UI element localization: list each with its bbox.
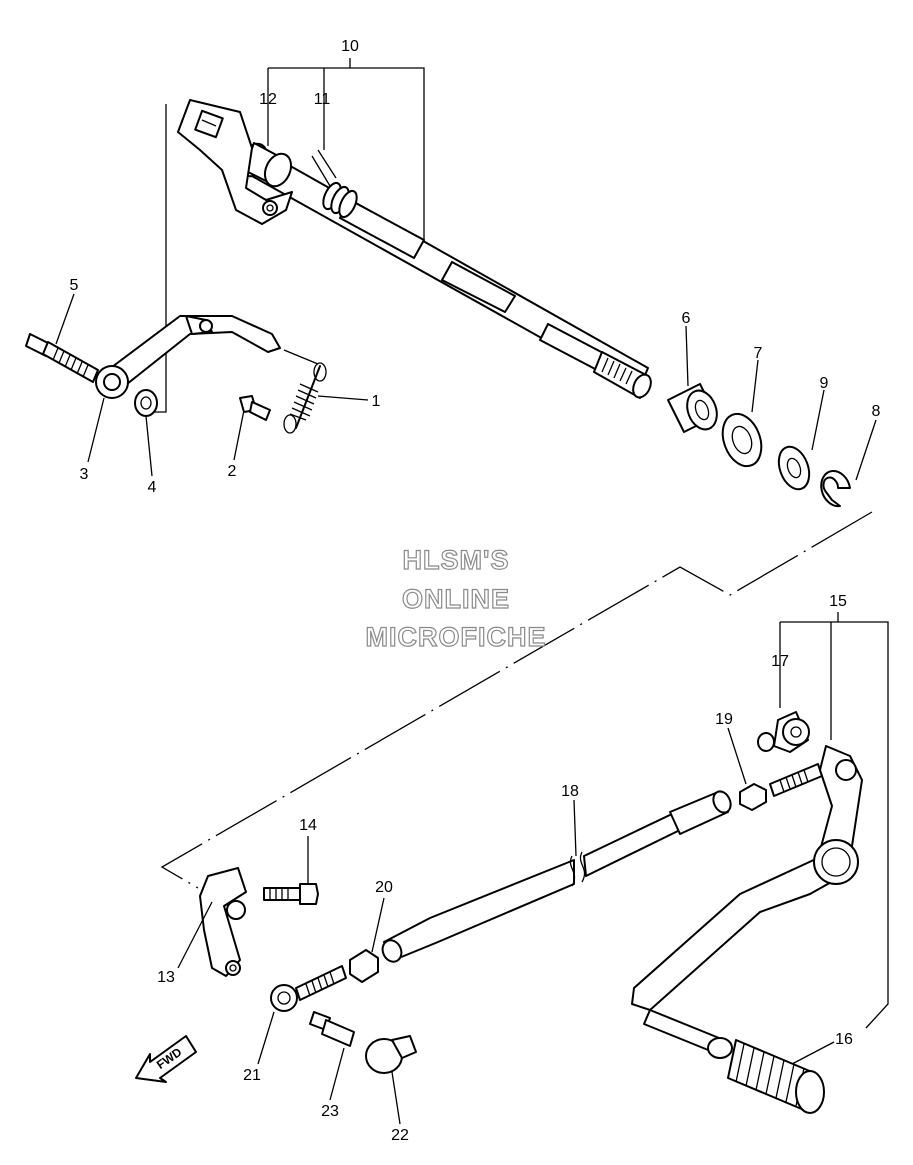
callout-6: 6 bbox=[682, 310, 691, 327]
watermark-line-1: HLSM'S bbox=[403, 545, 510, 575]
leader-lines bbox=[55, 293, 877, 1125]
callout-14: 14 bbox=[299, 817, 317, 834]
callout-16: 16 bbox=[835, 1031, 853, 1048]
watermark-line-3: MICROFICHE bbox=[366, 622, 547, 652]
callout-15: 15 bbox=[829, 593, 847, 610]
callout-2: 2 bbox=[228, 463, 237, 480]
callout-18: 18 bbox=[561, 783, 579, 800]
fwd-arrow-icon: FWD bbox=[135, 1035, 197, 1083]
callout-labels: 10 12 11 5 1 3 2 4 6 7 9 8 15 17 19 18 1… bbox=[70, 38, 881, 1144]
callout-12: 12 bbox=[259, 91, 277, 108]
shift-shaft-assembly bbox=[177, 99, 652, 399]
callout-19: 19 bbox=[715, 711, 733, 728]
shift-rod-assembly bbox=[199, 790, 732, 1012]
reference-lines bbox=[152, 104, 873, 889]
callout-10: 10 bbox=[341, 38, 359, 55]
watermark: HLSM'S ONLINE MICROFICHE bbox=[365, 544, 547, 652]
watermark-line-2: ONLINE bbox=[402, 584, 510, 614]
callout-17: 17 bbox=[771, 653, 789, 670]
callout-4: 4 bbox=[148, 479, 157, 496]
callout-13: 13 bbox=[157, 969, 175, 986]
callout-20: 20 bbox=[375, 879, 393, 896]
callout-8: 8 bbox=[872, 403, 881, 420]
callout-22: 22 bbox=[391, 1127, 409, 1144]
group-brackets bbox=[267, 58, 889, 1029]
callout-11: 11 bbox=[314, 91, 331, 108]
shaft-seals bbox=[667, 383, 851, 508]
stopper-lever-assembly bbox=[25, 315, 327, 434]
callout-21: 21 bbox=[243, 1067, 261, 1084]
callout-3: 3 bbox=[80, 466, 89, 483]
callout-5: 5 bbox=[70, 277, 79, 294]
callout-9: 9 bbox=[820, 375, 829, 392]
callout-1: 1 bbox=[372, 393, 381, 410]
callout-23: 23 bbox=[321, 1103, 339, 1120]
shift-pedal-assembly bbox=[309, 711, 863, 1114]
callout-7: 7 bbox=[754, 345, 763, 362]
